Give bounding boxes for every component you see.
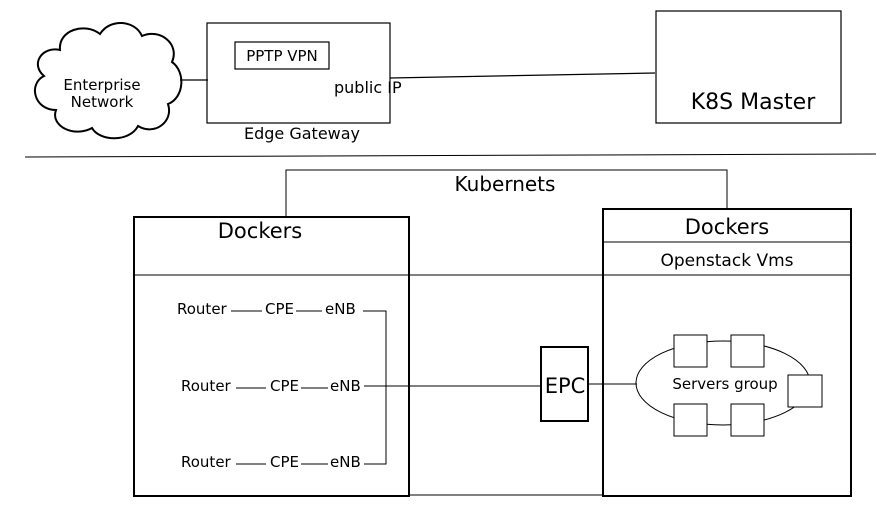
- server-node: [787, 374, 823, 408]
- pptp-vpn-label: PPTP VPN: [246, 47, 318, 65]
- cloud-label-line2: Network: [71, 93, 134, 111]
- right-dockers-box: [602, 208, 852, 497]
- cpe-label: CPE: [270, 377, 299, 395]
- edge-gateway-label: Edge Gateway: [244, 124, 360, 143]
- servers-group-label: Servers group: [672, 375, 777, 393]
- kubernetes-bracket: [285, 169, 728, 216]
- section-divider: [24, 153, 876, 158]
- router-label: Router: [181, 453, 232, 471]
- enb-label: eNB: [325, 300, 356, 318]
- pptp-vpn-box: [234, 41, 330, 70]
- row-1: Router CPE eNB: [177, 300, 356, 318]
- kubernetes-label: Kubernets: [455, 172, 556, 196]
- right-dockers-title: Dockers: [685, 215, 769, 239]
- epc-label: EPC: [545, 374, 586, 398]
- server-node: [730, 334, 765, 368]
- edge-gateway-box: [206, 22, 391, 124]
- openstack-label: Openstack Vms: [661, 251, 794, 271]
- cloud-label-line1: Enterprise: [63, 76, 140, 94]
- router-label: Router: [177, 300, 228, 318]
- server-node: [673, 334, 708, 368]
- gateway-master-link: [389, 72, 656, 79]
- cpe-label: CPE: [270, 453, 299, 471]
- left-dockers-box: [133, 216, 410, 497]
- router-label: Router: [181, 377, 232, 395]
- server-node: [730, 403, 765, 437]
- cpe-label: CPE: [265, 300, 294, 318]
- row-2: Router CPE eNB: [181, 377, 361, 395]
- enb-label: eNB: [330, 377, 361, 395]
- left-dockers-title: Dockers: [218, 219, 302, 243]
- k8s-master-label: K8S Master: [691, 90, 816, 115]
- enterprise-network-cloud: [34, 22, 183, 140]
- enb-label: eNB: [330, 453, 361, 471]
- server-node: [673, 403, 708, 437]
- enb-aggregation-bracket: [363, 310, 387, 465]
- k8s-master-box: [655, 10, 842, 124]
- public-ip-label: public IP: [334, 78, 402, 97]
- row-3: Router CPE eNB: [181, 453, 361, 471]
